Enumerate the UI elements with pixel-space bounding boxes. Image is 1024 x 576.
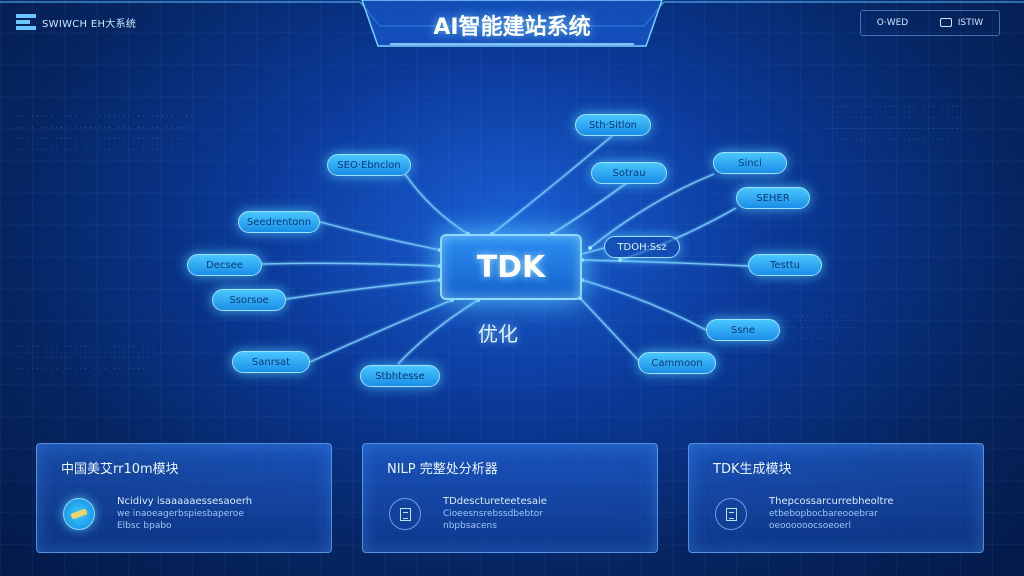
node-3[interactable]: Sotrau bbox=[591, 162, 667, 184]
node-13-label: Ssne bbox=[730, 324, 756, 336]
node-8[interactable]: Ssorsoe bbox=[212, 289, 286, 311]
node-2-label: SEO·Ebnclon bbox=[337, 159, 401, 171]
link-4 bbox=[319, 221, 441, 251]
node-2[interactable]: SEO·Ebnclon bbox=[327, 154, 411, 176]
link-11 bbox=[581, 247, 605, 255]
panel-2-body: TDdesctureteetesaie Cioeesnsrebssdbebtor… bbox=[443, 496, 547, 532]
panel-1-line-3: Elbsc bpabo bbox=[117, 521, 172, 531]
module-panel-2[interactable]: NILP 完整处分析器 TDdesctureteetesaie Cioeesns… bbox=[362, 443, 658, 553]
panel-2-line-1: TDdesctureteetesaie bbox=[443, 496, 547, 507]
node-1-label: Sth·Sitlon bbox=[588, 119, 638, 131]
node-14[interactable]: Cammoon bbox=[638, 352, 716, 374]
link-12 bbox=[581, 259, 749, 267]
node-4[interactable]: Sinci bbox=[713, 152, 787, 174]
module-panel-3[interactable]: TDK生成模块 Thepcossarcurrebheoltre etbebopb… bbox=[688, 443, 984, 553]
center-sublabel: 优化 bbox=[478, 322, 518, 346]
tdk-center-node[interactable]: TDK bbox=[440, 234, 582, 300]
app-logo[interactable]: SWIWCH EH大系统 bbox=[16, 14, 136, 30]
panel-1-title: 中国美艾rr10m模块 bbox=[61, 462, 179, 477]
link-8 bbox=[397, 299, 479, 365]
link-6 bbox=[285, 279, 441, 300]
header-button-2[interactable]: ⅠSTIW bbox=[939, 18, 984, 28]
logo-icon bbox=[16, 14, 36, 30]
panel-1-body: Ncidivy isaaaaaessesaoerh we inaoeagerbs… bbox=[117, 496, 252, 532]
background-code-left-lower: ····· ··· ······ ·· ····· ··· ·· ·· ····… bbox=[15, 342, 156, 373]
header-button-1[interactable]: O·WED bbox=[876, 18, 909, 28]
node-7-label: Decsee bbox=[206, 259, 243, 271]
panel-3-line-1: Thepcossarcurrebheoltre bbox=[769, 496, 894, 507]
panel-3-line-3: oeoooooocsoeoerl bbox=[769, 521, 852, 531]
panel-2-title: NILP 完整处分析器 bbox=[387, 462, 498, 477]
file-icon bbox=[715, 498, 747, 530]
link-7 bbox=[309, 299, 453, 363]
node-13[interactable]: Ssne bbox=[706, 319, 780, 341]
link-13 bbox=[581, 279, 707, 331]
node-11-label: TDOH·Ssz bbox=[617, 241, 667, 253]
node-12[interactable]: Testtu bbox=[748, 254, 822, 276]
node-4-label: Sinci bbox=[738, 157, 762, 169]
node-8-label: Ssorsoe bbox=[229, 294, 269, 306]
header-actions: O·WED ⅠSTIW bbox=[860, 10, 1000, 36]
link-5 bbox=[261, 262, 441, 267]
link-3 bbox=[551, 181, 629, 235]
panel-2-line-3: nbpbsacens bbox=[443, 521, 497, 531]
node-3-label: Sotrau bbox=[612, 167, 646, 179]
node-10-label: Stbhtesse bbox=[375, 370, 425, 382]
node-6[interactable]: Seedrentonn bbox=[238, 211, 320, 233]
node-9[interactable]: Sanrsat bbox=[232, 351, 310, 373]
page-title: AI智能建站系统 bbox=[433, 15, 591, 40]
logo-text: SWIWCH EH大系统 bbox=[42, 18, 137, 30]
link-1 bbox=[491, 135, 613, 235]
node-14-label: Cammoon bbox=[651, 357, 703, 369]
node-10[interactable]: Stbhtesse bbox=[360, 365, 440, 387]
node-1[interactable]: Sth·Sitlon bbox=[575, 114, 651, 136]
node-6-label: Seedrentonn bbox=[246, 216, 312, 228]
link-9 bbox=[589, 173, 715, 249]
monitor-icon bbox=[939, 18, 952, 27]
node-12-label: Testtu bbox=[770, 259, 800, 271]
node-9-label: Sanrsat bbox=[251, 356, 291, 368]
node-5[interactable]: SEHER bbox=[736, 187, 810, 209]
panel-3-body: Thepcossarcurrebheoltre etbebopbocbareoo… bbox=[769, 496, 894, 532]
panel-1-line-1: Ncidivy isaaaaaessesaoerh bbox=[117, 496, 253, 507]
header-bar bbox=[0, 0, 1024, 48]
panel-1-line-2: we inaoeagerbspiesbaperoe bbox=[117, 509, 244, 519]
link-14 bbox=[579, 297, 641, 363]
link-2 bbox=[404, 173, 469, 235]
document-icon bbox=[389, 498, 421, 530]
header-button-2-label: ⅠSTIW bbox=[957, 18, 984, 28]
background-code-right: ····· ··· ···· ··· ··· ····· ·· ······· … bbox=[829, 102, 965, 144]
node-5-label: SEHER bbox=[756, 192, 790, 204]
panel-2-line-2: Cioeesnsrebssdbebtor bbox=[443, 509, 543, 519]
module-panel-1[interactable]: 中国美艾rr10m模块 Ncidivy isaaaaaessesaoerh we… bbox=[36, 443, 332, 553]
background-code-left: ·· ····· ···· ·· ······· ·· ····· ··· ··… bbox=[15, 112, 194, 154]
panel-3-line-2: etbebopbocbareooebrar bbox=[769, 509, 878, 519]
node-7[interactable]: Decsee bbox=[187, 254, 262, 276]
panel-3-title: TDK生成模块 bbox=[713, 462, 792, 477]
node-11[interactable]: TDOH·Ssz bbox=[604, 236, 680, 258]
pen-icon bbox=[63, 498, 95, 530]
